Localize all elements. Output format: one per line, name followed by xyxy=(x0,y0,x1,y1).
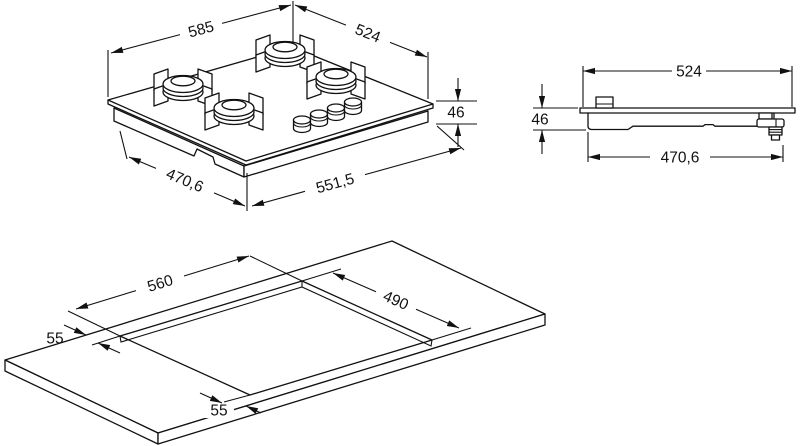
dim-hob-height: 46 xyxy=(436,78,477,147)
hob-isometric-view: 585 524 46 470,6 xyxy=(107,1,477,211)
side-burner-base xyxy=(595,96,614,109)
dim-side-height: 46 xyxy=(531,84,586,154)
dim-label-hob-body-width: 551,5 xyxy=(314,171,356,198)
worktop-cutout-view: 560 490 55 55 xyxy=(4,240,546,445)
dim-front-gap: 55 xyxy=(199,392,262,419)
dim-side-gap: 55 xyxy=(46,324,121,354)
dim-side-top-width: 524 xyxy=(582,63,793,107)
burner-back xyxy=(255,34,315,73)
gas-connection-fitting xyxy=(756,112,785,141)
burner-left xyxy=(153,68,213,107)
dim-cutout-width: 560 xyxy=(67,255,303,337)
dim-hob-top-width: 585 xyxy=(107,1,294,97)
dim-side-body-width: 470,6 xyxy=(587,132,784,166)
dim-label-side-body-width: 470,6 xyxy=(661,149,700,166)
control-knob-3 xyxy=(326,103,346,122)
dim-label-hob-top-depth: 524 xyxy=(353,21,384,46)
control-knob-2 xyxy=(309,109,329,128)
control-knob-1 xyxy=(292,115,312,134)
side-body-profile xyxy=(587,112,775,131)
dim-label-hob-height: 46 xyxy=(447,104,464,121)
dim-label-hob-top-width: 585 xyxy=(187,18,216,41)
dim-label-cutout-width: 560 xyxy=(145,272,175,296)
cutout-inner-wall xyxy=(119,281,433,347)
control-knob-4 xyxy=(343,97,363,116)
side-glass-plate xyxy=(579,107,796,114)
dim-label-hob-body-depth: 470,6 xyxy=(163,165,205,196)
dim-label-side-gap: 55 xyxy=(46,330,63,347)
dim-label-side-top-width: 524 xyxy=(676,63,702,80)
dim-label-front-gap: 55 xyxy=(210,402,227,419)
hob-body-right-face xyxy=(243,110,429,178)
dim-label-side-height: 46 xyxy=(531,111,548,128)
hob-side-profile-view: 524 46 470,6 xyxy=(531,63,796,166)
